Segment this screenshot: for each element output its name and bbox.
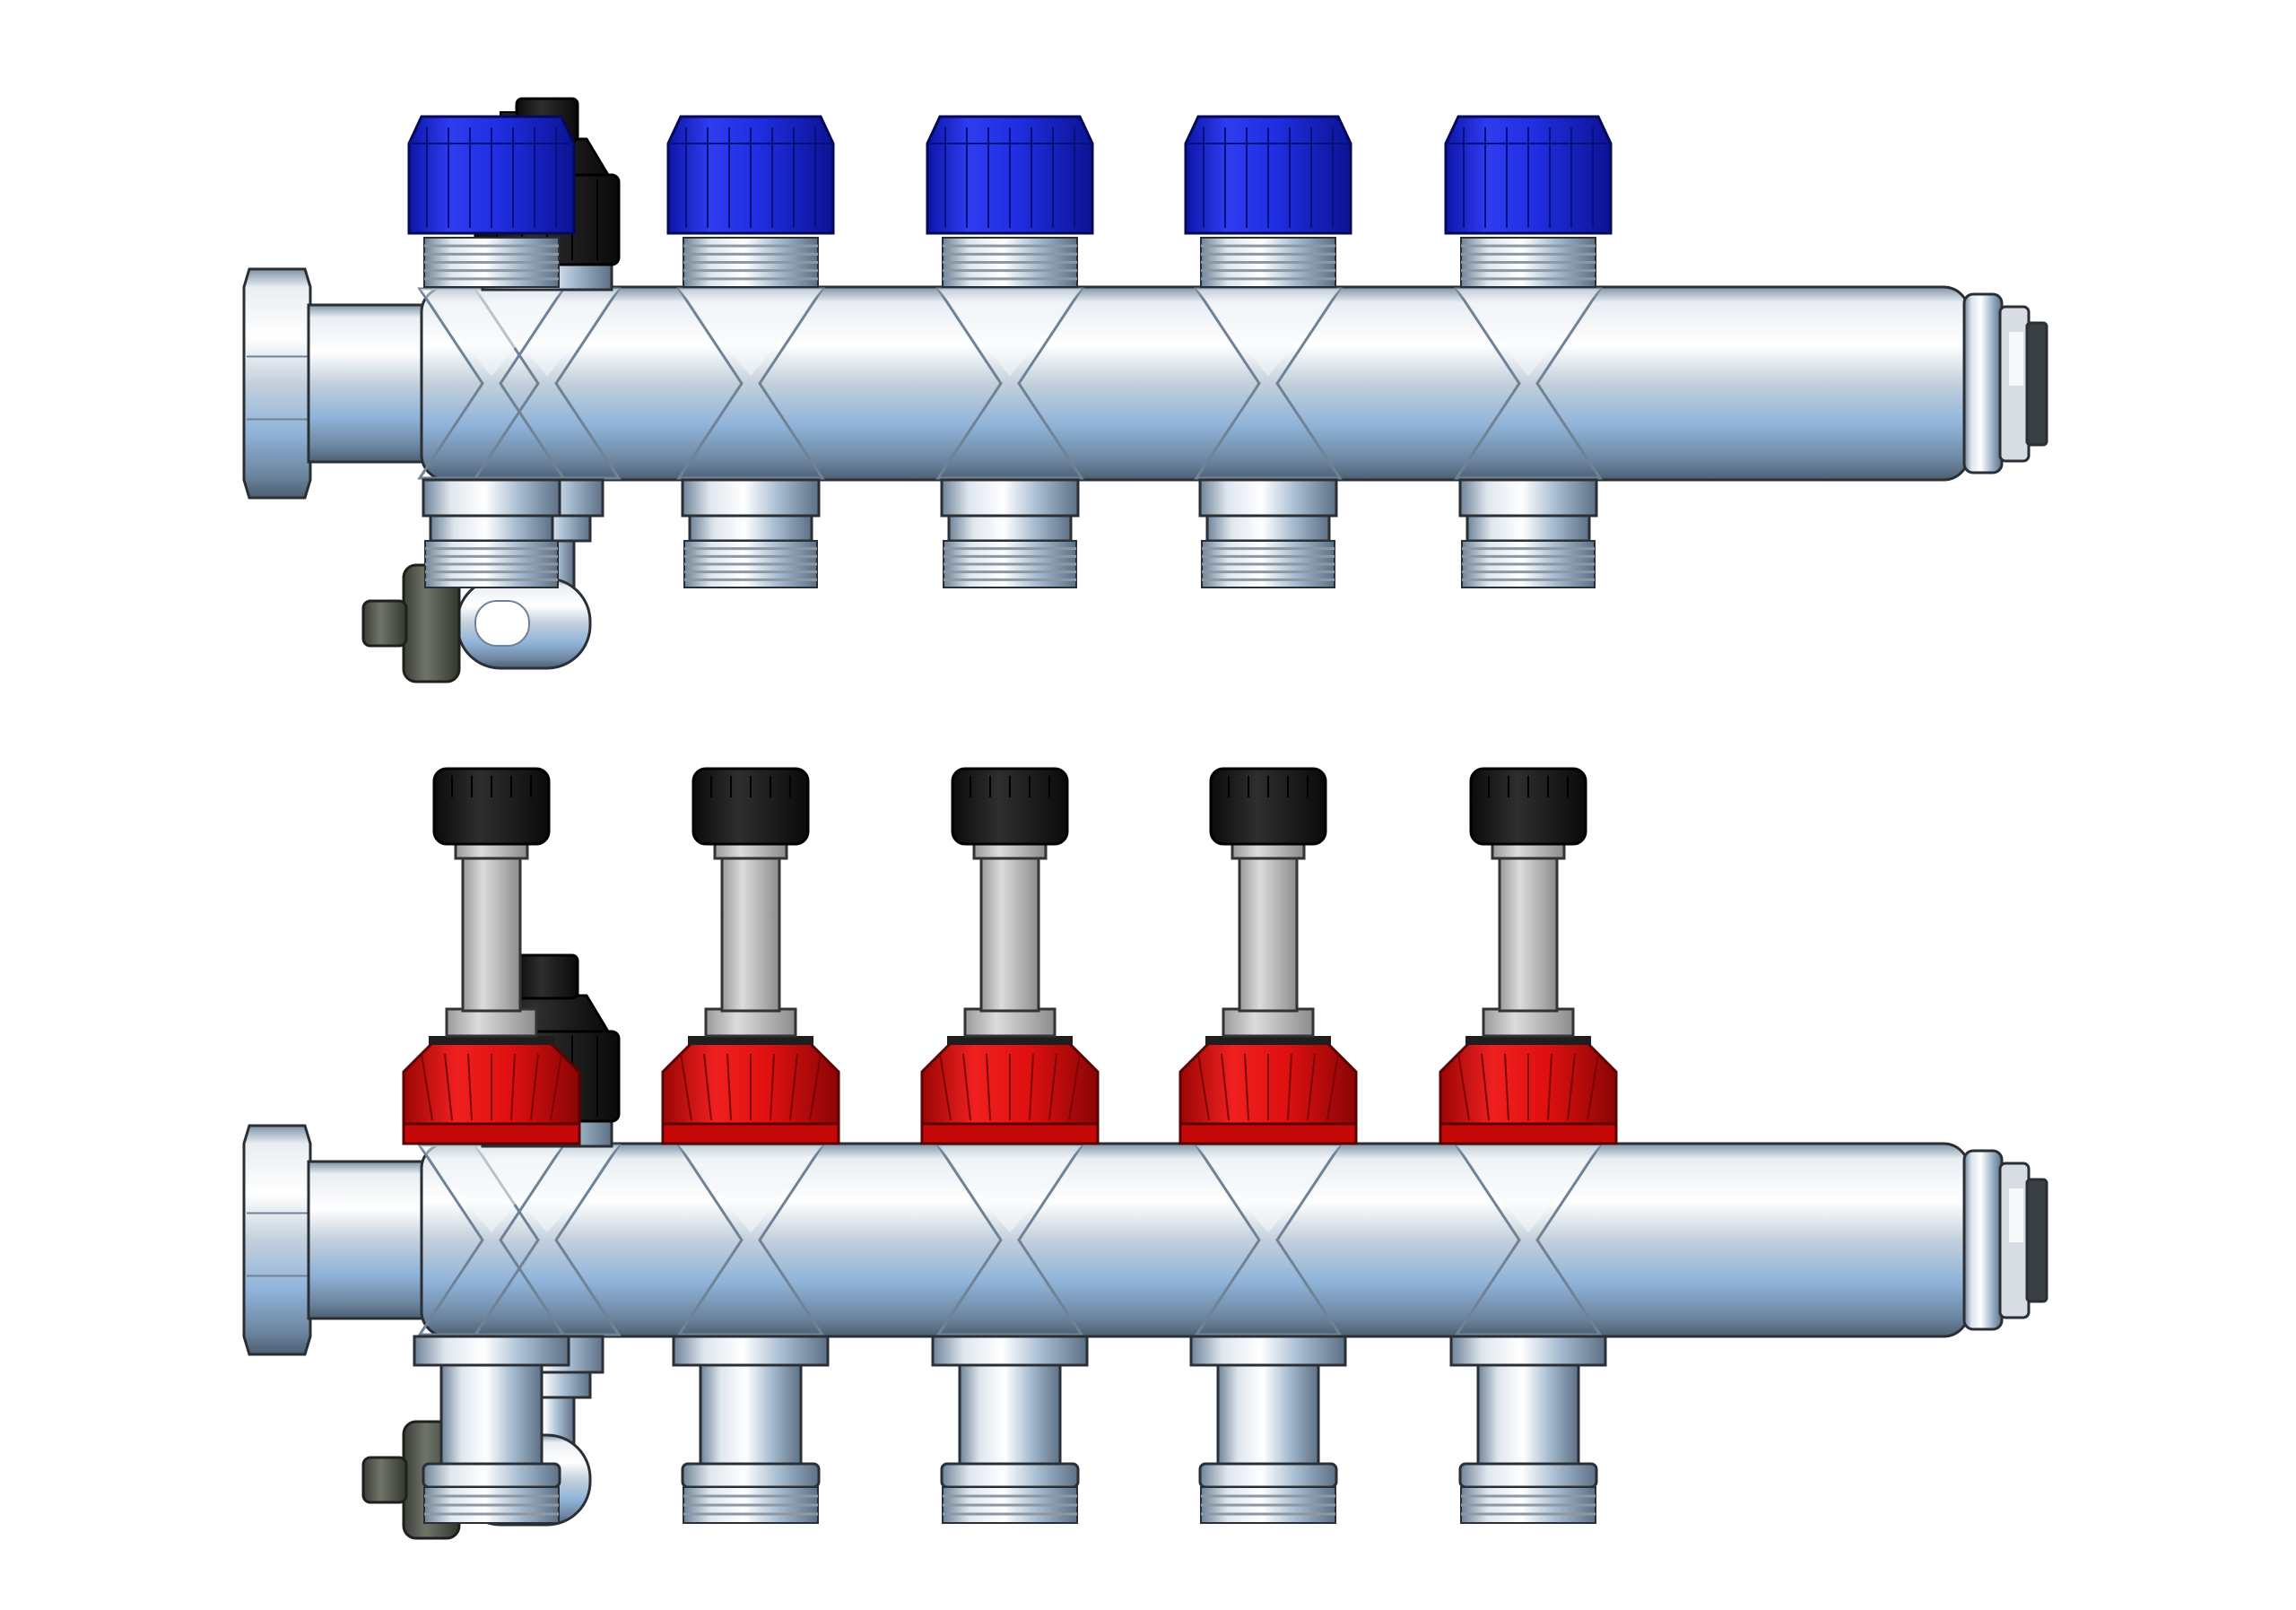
outlet-1	[413, 1335, 570, 1524]
outlet-5	[1449, 1335, 1607, 1524]
outlet-top-5	[1444, 115, 1613, 288]
outlet-collar	[1454, 287, 1603, 480]
outlet-5	[1458, 478, 1598, 588]
inlet-hex-nut	[242, 1124, 427, 1356]
manifold-return	[242, 97, 2048, 683]
outlet-top-4	[1184, 115, 1352, 288]
flow-indicator-glass	[720, 855, 781, 1013]
outlet-2	[672, 1335, 830, 1524]
outlet-top-3	[920, 767, 1100, 1145]
outlet-collar	[1194, 1144, 1343, 1336]
outlet-top-5	[1439, 767, 1618, 1145]
manifold-body	[420, 1142, 1970, 1338]
outlet-1	[422, 478, 561, 588]
flow-indicator-glass	[979, 855, 1040, 1013]
black-adjust-knob	[432, 767, 551, 846]
outlet-2	[681, 478, 821, 588]
outlet-top-2	[666, 115, 835, 288]
outlet-4	[1189, 1335, 1347, 1524]
outlet-collar	[676, 1144, 825, 1336]
end-cap	[1962, 1149, 2048, 1331]
outlet-collar	[1454, 1144, 1603, 1336]
flow-indicator-glass	[1238, 855, 1299, 1013]
inlet-hex-nut	[242, 267, 427, 500]
flow-indicator-glass	[1498, 855, 1559, 1013]
outlet-collar	[935, 287, 1084, 480]
outlet-collar	[1194, 287, 1343, 480]
outlet-top-4	[1178, 767, 1358, 1145]
outlet-4	[1198, 478, 1338, 588]
black-adjust-knob	[951, 767, 1069, 846]
black-adjust-knob	[1469, 767, 1587, 846]
manifold-body	[420, 285, 1970, 482]
black-adjust-knob	[1209, 767, 1327, 846]
outlet-top-2	[661, 767, 840, 1145]
end-cap	[1962, 292, 2048, 474]
outlet-top-3	[926, 115, 1094, 288]
manifold-flow	[242, 767, 2048, 1540]
outlet-3	[940, 478, 1080, 588]
outlet-collar	[935, 1144, 1084, 1336]
outlet-collar	[676, 287, 825, 480]
flow-indicator-glass	[461, 855, 522, 1013]
outlet-top-1	[407, 115, 576, 288]
black-adjust-knob	[691, 767, 810, 846]
outlet-3	[931, 1335, 1089, 1524]
outlet-top-1	[402, 767, 581, 1145]
